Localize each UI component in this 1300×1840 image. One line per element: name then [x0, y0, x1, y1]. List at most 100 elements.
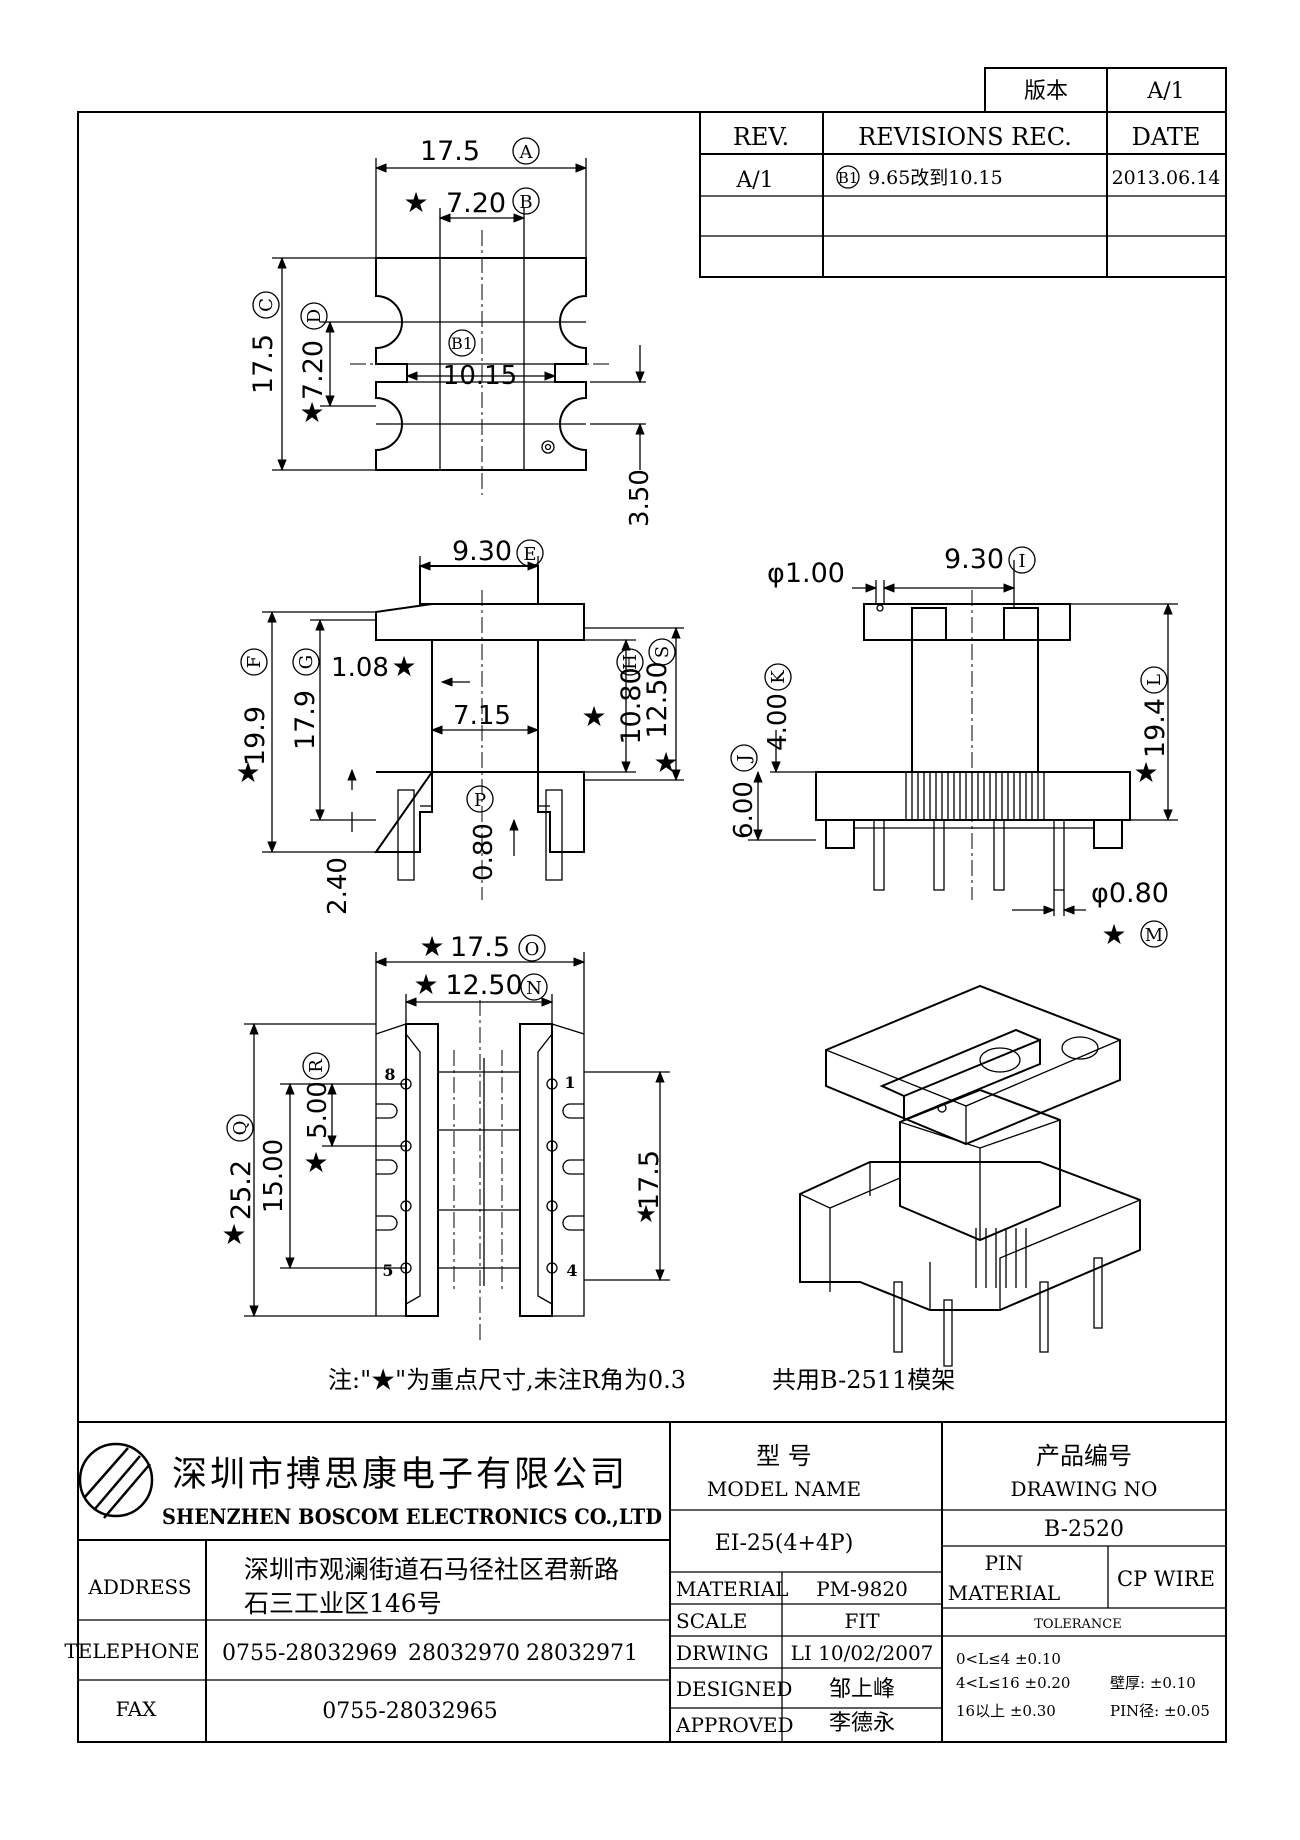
drawing-no-label-en: DRAWING NO: [1011, 1477, 1158, 1501]
tolerance-row-2: 4<L≤16 ±0.20: [956, 1674, 1070, 1692]
side-height-tag: L: [1144, 674, 1165, 686]
pin-1-label: 1: [564, 1073, 575, 1092]
top-width-tag: A: [519, 142, 534, 163]
telephone-2: 28032970: [408, 1641, 520, 1666]
svg-text:★: ★: [235, 756, 260, 789]
drawing-no-label-cn: 产品编号: [1036, 1442, 1132, 1470]
material-value: PM-9820: [816, 1577, 908, 1601]
top-slot: 7.20: [298, 340, 329, 400]
top-offset: 3.50: [625, 469, 655, 527]
dimension-note: 注:"★"为重点尺寸,未注R角为0.3: [328, 1366, 686, 1394]
model-value: EI-25(4+4P): [715, 1531, 854, 1556]
revision-date: 2013.06.14: [1112, 167, 1221, 189]
bottom-pitch-tag: R: [306, 1059, 327, 1073]
drawing-no-value: B-2520: [1044, 1517, 1124, 1542]
tolerance-row-1: 0<L≤4 ±0.10: [956, 1650, 1061, 1668]
front-step: 1.08: [331, 653, 389, 683]
tolerance-label: TOLERANCE: [1034, 1617, 1121, 1632]
side-view: φ1.00 9.30 I 19.4 L ★ 4.00 K 6.00 J φ0.8…: [729, 544, 1178, 951]
telephone-label: TELEPHONE: [64, 1639, 199, 1663]
svg-text:★: ★: [1101, 918, 1126, 951]
designed-label: DESIGNED: [676, 1677, 792, 1701]
svg-text:★: ★: [299, 396, 324, 429]
svg-text:★: ★: [303, 1146, 328, 1179]
front-top-width-tag: E: [523, 544, 536, 565]
top-slot-tag: D: [304, 309, 325, 323]
front-body-height: 17.9: [290, 690, 321, 750]
date-header: DATE: [1132, 123, 1201, 151]
drwing-value: LI 10/02/2007: [791, 1641, 934, 1665]
rev-header: REV.: [733, 123, 789, 151]
tolerance-row-3: 16以上 ±0.30: [956, 1702, 1056, 1720]
front-total-height: 19.9: [240, 706, 271, 766]
isometric-view: [799, 984, 1141, 1367]
telephone-3: 28032971: [526, 1641, 638, 1666]
front-view: 9.30 E 19.9 F ★ 17.9 G 1.08 ★ 7.15 10.80…: [235, 536, 684, 915]
coil-slots: [905, 772, 1045, 820]
svg-text:★: ★: [1133, 756, 1158, 789]
bottom-view: 8 1 5 4 ★ 17.5 O ★ 12.50 N 25.2 Q ★ 15.0…: [221, 930, 670, 1340]
front-inner-height-tag: H: [620, 654, 641, 670]
pin-material-label-1: PIN: [985, 1551, 1024, 1575]
svg-text:★: ★: [635, 1200, 657, 1228]
model-label-en: MODEL NAME: [707, 1477, 861, 1501]
front-total-height-tag: F: [244, 656, 265, 669]
side-base-tag: J: [734, 754, 755, 763]
svg-text:★: ★: [653, 746, 678, 779]
material-label: MATERIAL: [676, 1577, 788, 1601]
telephone-1: 0755-28032969: [222, 1641, 397, 1666]
svg-text:★: ★: [221, 1218, 246, 1251]
address-line-1: 深圳市观澜街道石马径社区君新路: [244, 1555, 619, 1584]
company-name-cn: 深圳市搏思康电子有限公司: [172, 1455, 628, 1495]
scale-label: SCALE: [676, 1609, 747, 1633]
bottom-length-tag: Q: [230, 1121, 251, 1136]
side-pin-tag: M: [1145, 925, 1163, 946]
fax-label: FAX: [116, 1697, 158, 1721]
front-pin-gap: 0.80: [469, 823, 499, 881]
wall-tolerance: 壁厚: ±0.10: [1110, 1674, 1196, 1692]
bottom-side: 17.5: [634, 1150, 665, 1210]
scale-value: FIT: [844, 1609, 880, 1633]
svg-text:★: ★: [419, 930, 444, 963]
front-core: 7.15: [453, 701, 511, 731]
top-width: 17.5: [420, 136, 480, 167]
top-center: 10.15: [443, 361, 517, 391]
side-base: 6.00: [729, 781, 759, 839]
side-height: 19.4: [1140, 698, 1171, 758]
front-outer-height: 12.50: [642, 661, 673, 738]
bottom-pitch: 5.00: [303, 1081, 333, 1139]
bottom-width: 17.5: [450, 932, 510, 963]
bottom-span: 15.00: [259, 1139, 289, 1213]
drwing-label: DRWING: [676, 1641, 769, 1665]
version-box: 版本 A/1: [984, 67, 1227, 113]
address-label: ADDRESS: [87, 1575, 191, 1599]
side-flange-tag: K: [768, 670, 789, 684]
revision-tag: B1: [838, 169, 859, 187]
side-pin-diameter: φ0.80: [1091, 878, 1169, 909]
address-line-2: 石三工业区146号: [244, 1589, 442, 1618]
company-name-en: SHENZHEN BOSCOM ELECTRONICS CO.,LTD: [162, 1504, 662, 1529]
shared-mold-note: 共用B-2511模架: [772, 1366, 955, 1394]
pin-diameter-tolerance: PIN径: ±0.05: [1110, 1702, 1210, 1720]
side-flange: 4.00: [763, 693, 793, 751]
bottom-length: 25.2: [226, 1160, 257, 1220]
svg-text:★: ★: [403, 186, 428, 219]
front-body-height-tag: G: [296, 655, 317, 669]
side-width-tag: I: [1018, 551, 1025, 572]
front-inner-height: 10.80: [616, 667, 647, 744]
model-label-cn: 型 号: [756, 1442, 812, 1470]
fax-number: 0755-28032965: [322, 1699, 497, 1724]
approved-value: 李德永: [829, 1711, 895, 1736]
revision-text: 9.65改到10.15: [868, 167, 1003, 189]
pin-material-value: CP WIRE: [1117, 1567, 1215, 1591]
title-block: 深圳市搏思康电子有限公司 SHENZHEN BOSCOM ELECTRONICS…: [64, 1421, 1226, 1742]
revision-table: REV. REVISIONS REC. DATE A/1 B1 9.65改到10…: [699, 111, 1227, 278]
front-outer-height-tag: S: [652, 646, 673, 658]
designed-value: 邹上峰: [829, 1677, 895, 1702]
svg-text:★: ★: [391, 650, 416, 683]
company-logo: [78, 1442, 154, 1519]
svg-text:★: ★: [413, 968, 438, 1001]
side-hole: φ1.00: [767, 558, 845, 589]
top-inner-tag: B: [519, 192, 532, 213]
